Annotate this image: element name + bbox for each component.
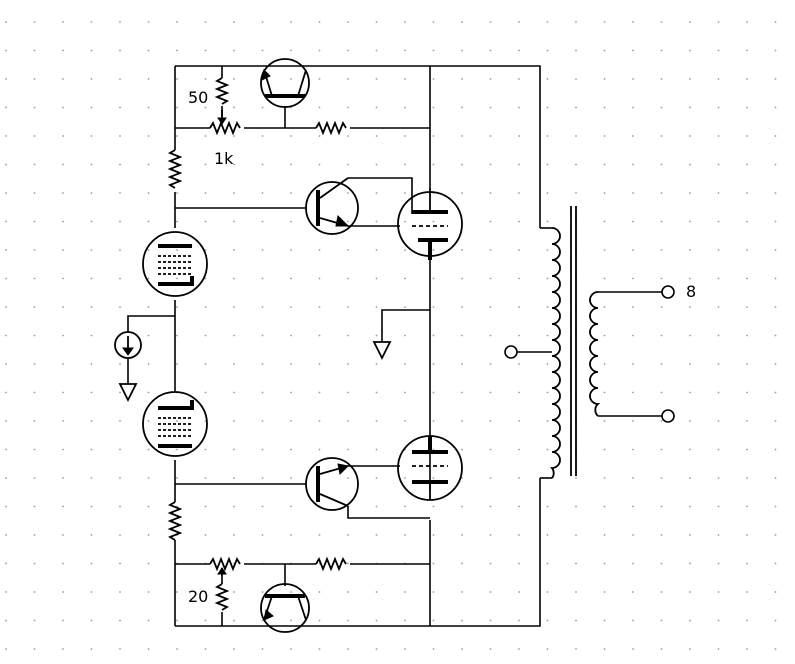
ground-middle <box>372 341 392 361</box>
wire-q3-collector <box>347 506 430 519</box>
transistor-q3 <box>305 457 359 511</box>
wire-bottom-rail <box>175 478 541 627</box>
transformer-primary <box>550 227 561 479</box>
current-source <box>114 331 142 359</box>
label-r-bottom: 20 <box>188 587 208 606</box>
resistor-top-feedback <box>315 120 347 136</box>
wire-q2-collector <box>348 177 413 214</box>
transformer-secondary <box>589 291 601 417</box>
tube-left-upper <box>142 231 208 297</box>
terminal-output-top <box>661 285 675 299</box>
label-pot-top: 1k <box>214 149 234 168</box>
pot-wiper-arrow-1k <box>217 117 227 125</box>
transformer-core <box>570 206 577 476</box>
wires <box>127 65 668 627</box>
wire-left-tap <box>127 315 175 332</box>
label-output: 8 <box>686 282 696 301</box>
pot-wiper-arrow-bottom <box>217 567 227 575</box>
resistor-20 <box>214 583 230 611</box>
wire-top-rail <box>175 65 541 228</box>
terminal-center-tap <box>504 345 518 359</box>
transistor-q1 <box>260 58 310 108</box>
transistor-q2 <box>305 177 359 235</box>
tube-right-lower <box>397 435 463 501</box>
ground-left <box>118 383 138 403</box>
tube-left-lower <box>142 391 208 457</box>
resistor-50 <box>214 77 230 105</box>
resistor-left-top <box>167 149 183 189</box>
terminal-output-bottom <box>661 409 675 423</box>
wire-mid-ground <box>381 309 430 342</box>
potentiometer-1k <box>209 120 241 136</box>
potentiometer-bottom <box>209 556 241 572</box>
resistor-bottom-feedback <box>315 556 347 572</box>
resistors <box>167 77 347 611</box>
output-transformer <box>550 206 601 479</box>
label-r-top: 50 <box>188 88 208 107</box>
tube-right-upper <box>397 188 463 260</box>
transistor-q4 <box>260 583 310 633</box>
resistor-left-bottom <box>167 501 183 541</box>
